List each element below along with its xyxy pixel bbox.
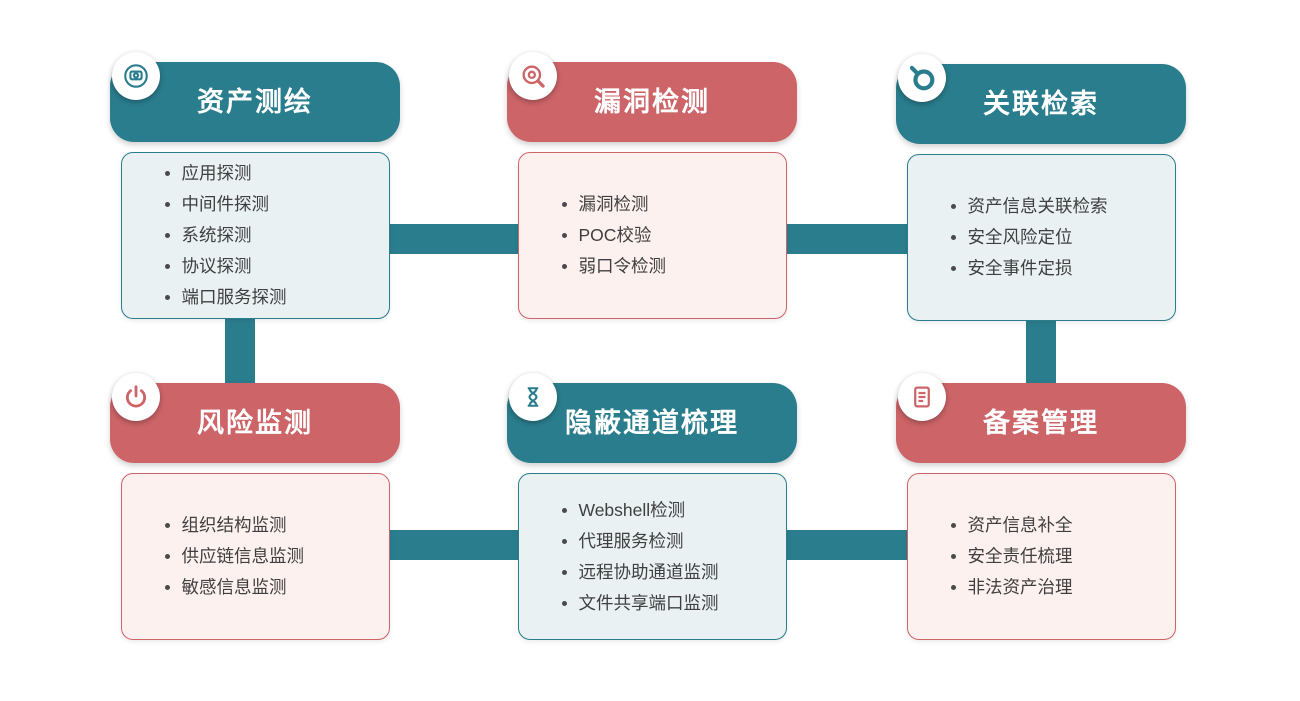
list-item: 应用探测 <box>164 158 381 189</box>
module-body: 资产信息补全 安全责任梳理 非法资产治理 <box>906 473 1176 640</box>
list-item: POC校验 <box>561 220 778 251</box>
feature-list: Webshell检测 代理服务检测 远程协助通道监测 文件共享端口监测 <box>519 495 786 619</box>
list-item: 资产信息关联检索 <box>950 191 1167 222</box>
document-icon <box>898 373 946 421</box>
hourglass-icon <box>509 373 557 421</box>
list-item: 弱口令检测 <box>561 251 778 282</box>
module-title: 关联检索 <box>983 89 1099 119</box>
list-item: Webshell检测 <box>561 495 778 526</box>
module-body: Webshell检测 代理服务检测 远程协助通道监测 文件共享端口监测 <box>517 473 787 640</box>
module-body: 组织结构监测 供应链信息监测 敏感信息监测 <box>120 473 390 640</box>
list-item: 敏感信息监测 <box>164 572 381 603</box>
magnifier-icon <box>509 52 557 100</box>
list-item: 协议探测 <box>164 251 381 282</box>
feature-list: 组织结构监测 供应链信息监测 敏感信息监测 <box>122 510 389 603</box>
camera-icon <box>112 52 160 100</box>
module-covert-channel-sorting: 隐蔽通道梳理 Webshell检测 代理服务检测 远程协助通道监测 文件共享端口… <box>507 373 797 640</box>
list-item: 组织结构监测 <box>164 510 381 541</box>
list-item: 端口服务探测 <box>164 282 381 313</box>
list-item: 漏洞检测 <box>561 189 778 220</box>
module-association-retrieval: 关联检索 资产信息关联检索 安全风险定位 安全事件定损 <box>896 54 1186 321</box>
module-title: 风险监测 <box>197 408 313 438</box>
list-item: 代理服务检测 <box>561 526 778 557</box>
list-item: 远程协助通道监测 <box>561 557 778 588</box>
module-header: 风险监测 <box>110 373 400 463</box>
module-title: 隐蔽通道梳理 <box>565 408 739 438</box>
feature-list: 资产信息关联检索 安全风险定位 安全事件定损 <box>908 191 1175 284</box>
module-title: 漏洞检测 <box>594 87 710 117</box>
module-body: 资产信息关联检索 安全风险定位 安全事件定损 <box>906 154 1176 321</box>
feature-list: 应用探测 中间件探测 系统探测 协议探测 端口服务探测 <box>122 158 389 313</box>
list-item: 安全责任梳理 <box>950 541 1167 572</box>
module-filing-management: 备案管理 资产信息补全 安全责任梳理 非法资产治理 <box>896 373 1186 640</box>
module-asset-mapping: 资产测绘 应用探测 中间件探测 系统探测 协议探测 端口服务探测 <box>110 52 400 319</box>
list-item: 安全事件定损 <box>950 253 1167 284</box>
search-icon <box>898 54 946 102</box>
connector-row2-left <box>380 530 530 560</box>
module-risk-monitoring: 风险监测 组织结构监测 供应链信息监测 敏感信息监测 <box>110 373 400 640</box>
list-item: 中间件探测 <box>164 189 381 220</box>
module-body: 应用探测 中间件探测 系统探测 协议探测 端口服务探测 <box>120 152 390 319</box>
module-title: 备案管理 <box>983 408 1099 438</box>
module-header: 备案管理 <box>896 373 1186 463</box>
list-item: 文件共享端口监测 <box>561 588 778 619</box>
module-title: 资产测绘 <box>197 87 313 117</box>
module-header: 资产测绘 <box>110 52 400 142</box>
module-header: 漏洞检测 <box>507 52 797 142</box>
connector-row1-right <box>778 224 918 254</box>
power-icon <box>112 373 160 421</box>
module-header: 隐蔽通道梳理 <box>507 373 797 463</box>
connector-row1-left <box>380 224 530 254</box>
list-item: 安全风险定位 <box>950 222 1167 253</box>
module-header: 关联检索 <box>896 54 1186 144</box>
list-item: 系统探测 <box>164 220 381 251</box>
module-body: 漏洞检测 POC校验 弱口令检测 <box>517 152 787 319</box>
list-item: 资产信息补全 <box>950 510 1167 541</box>
list-item: 非法资产治理 <box>950 572 1167 603</box>
feature-list: 资产信息补全 安全责任梳理 非法资产治理 <box>908 510 1175 603</box>
feature-list: 漏洞检测 POC校验 弱口令检测 <box>519 189 786 282</box>
module-vulnerability-detection: 漏洞检测 漏洞检测 POC校验 弱口令检测 <box>507 52 797 319</box>
list-item: 供应链信息监测 <box>164 541 381 572</box>
connector-row2-right <box>778 530 918 560</box>
